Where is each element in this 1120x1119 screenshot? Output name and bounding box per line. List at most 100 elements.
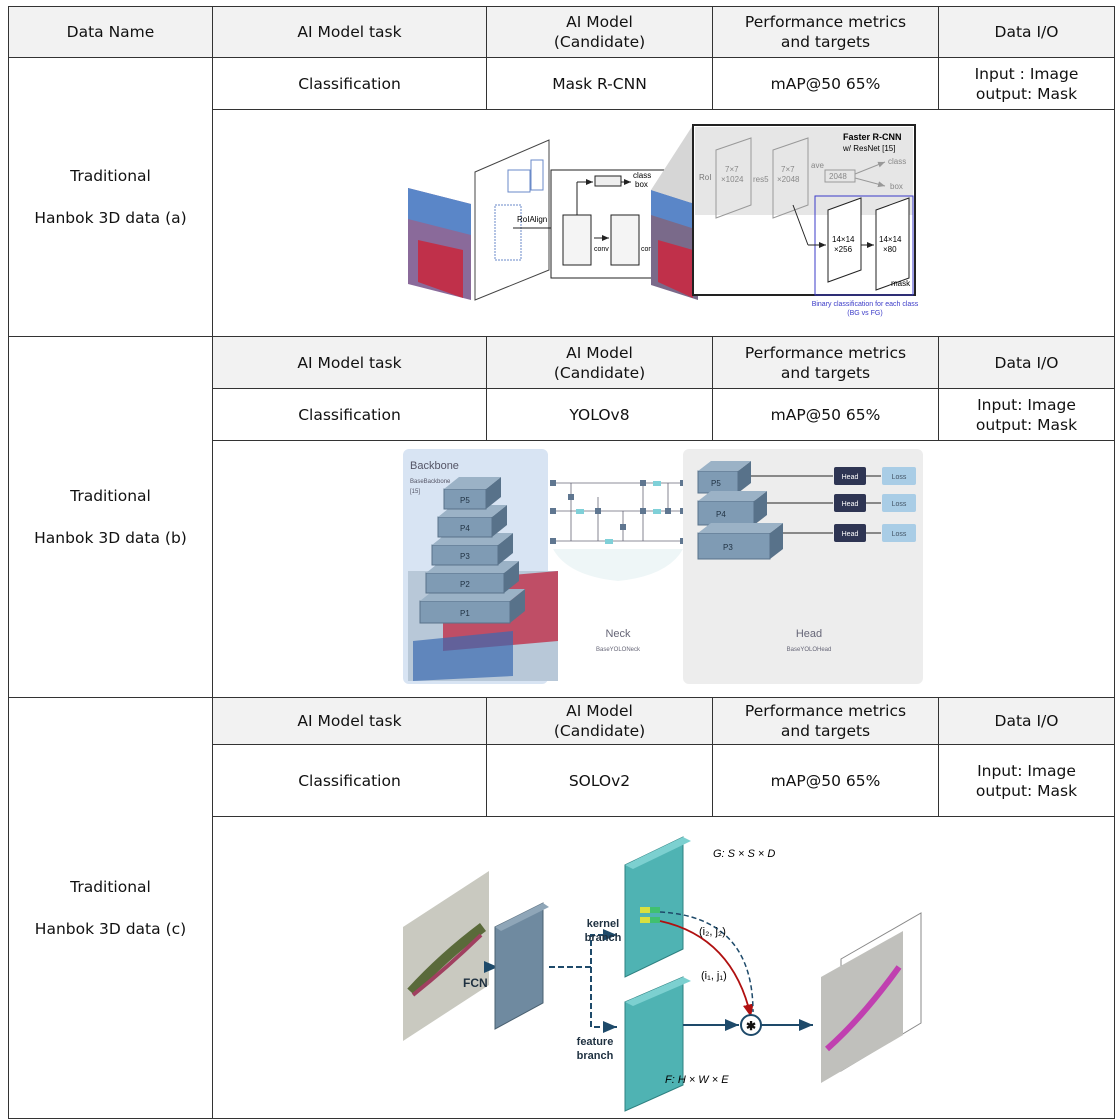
header-model: AI Model (Candidate) xyxy=(486,6,713,58)
neck-graph xyxy=(553,482,683,542)
metrics-b: mAP@50 65% xyxy=(712,388,939,441)
header-io: Data I/O xyxy=(938,6,1115,58)
data-name-c: Traditional Hanbok 3D data (c) xyxy=(8,697,213,1119)
subheader-b-model: AI Model (Candidate) xyxy=(486,336,713,389)
backbone-pyramid: P1 P2 P3 P4 P5 xyxy=(419,477,525,624)
head-p4-label: P4 xyxy=(716,510,726,519)
head-title: Head xyxy=(796,628,822,640)
svg-text:14×14×80: 14×14×80 xyxy=(879,235,902,254)
subheader-b-io: Data I/O xyxy=(938,336,1115,389)
task-a: Classification xyxy=(212,57,487,110)
row-b-figure: Backbone BaseBackbone[15] P1 P2 xyxy=(9,440,1115,698)
svg-text:Head: Head xyxy=(842,474,859,481)
feature-branch-label: feature xyxy=(577,1036,614,1048)
output-mask xyxy=(821,931,903,1083)
class-label-a: class xyxy=(633,171,651,180)
mask-label: mask xyxy=(891,279,911,288)
row-b-values: Classification YOLOv8 mAP@50 65% Input: … xyxy=(9,388,1115,441)
box-label: box xyxy=(890,182,903,191)
i2j2-label: (i₂, j₂) xyxy=(699,926,726,938)
cls-label: class xyxy=(888,157,906,166)
svg-text:Binary classification for each: Binary classification for each class(BG … xyxy=(812,301,919,317)
conv1-label: conv xyxy=(594,246,609,253)
row-c-subheader: Traditional Hanbok 3D data (c) AI Model … xyxy=(8,697,1115,1119)
svg-text:7×7×1024: 7×7×1024 xyxy=(721,165,744,184)
task-c: Classification xyxy=(212,744,487,817)
row-a-values: Traditional Hanbok 3D data (a) Classific… xyxy=(8,57,1115,337)
metrics-a: mAP@50 65% xyxy=(712,57,939,110)
io-c: Input: Image output: Mask xyxy=(938,744,1115,817)
svg-text:Loss: Loss xyxy=(892,531,907,538)
roi-label: RoI xyxy=(699,173,711,182)
head-boxes: Head Head Head xyxy=(834,467,866,542)
head-p3-label: P3 xyxy=(723,543,733,552)
header-row: Data Name AI Model task AI Model (Candid… xyxy=(8,6,1115,58)
head-pyramid: P5 P4 P3 xyxy=(697,461,783,560)
model-a: Mask R-CNN xyxy=(486,57,713,110)
p2-label: P2 xyxy=(460,580,470,589)
svg-text:7×7×2048: 7×7×2048 xyxy=(777,165,800,184)
model-table: Data Name AI Model task AI Model (Candid… xyxy=(8,6,1115,1119)
io-b: Input: Image output: Mask xyxy=(938,388,1115,441)
roialign-label: RoIAlign xyxy=(517,215,547,224)
kernel-branch-label: kernel xyxy=(587,918,619,930)
svg-text:Head: Head xyxy=(842,501,859,508)
head-sub: BaseYOLOHead xyxy=(787,647,832,653)
data-name-b: Traditional Hanbok 3D data (b) xyxy=(8,336,213,698)
conv2-label: conv xyxy=(641,246,656,253)
svg-text:Loss: Loss xyxy=(892,501,907,508)
neck-sub: BaseYOLONeck xyxy=(596,647,641,653)
svg-text:Head: Head xyxy=(842,531,859,538)
metrics-c: mAP@50 65% xyxy=(712,744,939,817)
header-task: AI Model task xyxy=(212,6,487,58)
p1-label: P1 xyxy=(460,609,470,618)
fcn-label: FCN xyxy=(463,976,488,990)
backbone-sub: BaseBackbone xyxy=(410,479,451,485)
f-label: F: H × W × E xyxy=(665,1074,729,1086)
model-b: YOLOv8 xyxy=(486,388,713,441)
row-b-subheader: Traditional Hanbok 3D data (b) AI Model … xyxy=(8,336,1115,698)
svg-text:BaseBackbone[15]: BaseBackbone[15] xyxy=(410,479,451,495)
data-name-a: Traditional Hanbok 3D data (a) xyxy=(8,57,213,337)
p3-label: P3 xyxy=(460,552,470,561)
loss-boxes: Loss Loss Loss xyxy=(882,467,916,542)
mask-caption: Binary classification for each class xyxy=(812,301,919,308)
v2048-label: 2048 xyxy=(829,172,847,181)
i1j1-label: (i₁, j₁) xyxy=(701,970,727,982)
faster-sub: w/ ResNet [15] xyxy=(842,144,895,153)
svg-text:Loss: Loss xyxy=(892,474,907,481)
header-metrics: Performance metrics and targets xyxy=(712,6,939,58)
ave-label: ave xyxy=(811,161,824,170)
faster-title: Faster R-CNN xyxy=(843,132,902,142)
row-c-values: Classification SOLOv2 mAP@50 65% Input: … xyxy=(9,744,1115,817)
header-data-name: Data Name xyxy=(8,6,213,58)
p5-label: P5 xyxy=(460,496,470,505)
subheader-c-model: AI Model (Candidate) xyxy=(486,697,713,745)
res5-label: res5 xyxy=(753,175,769,184)
subheader-b-metrics: Performance metrics and targets xyxy=(712,336,939,389)
subheader-c-task: AI Model task xyxy=(212,697,487,745)
head-p5-label: P5 xyxy=(711,479,721,488)
svg-text:14×14×256: 14×14×256 xyxy=(832,235,855,254)
neck-title: Neck xyxy=(605,628,631,640)
task-b: Classification xyxy=(212,388,487,441)
model-c: SOLOv2 xyxy=(486,744,713,817)
figure-b-cell: Backbone BaseBackbone[15] P1 P2 xyxy=(212,440,1115,698)
subheader-b-task: AI Model task xyxy=(212,336,487,389)
star-icon: ✱ xyxy=(746,1019,756,1033)
yolov8-diagram: Backbone BaseBackbone[15] P1 P2 xyxy=(403,449,923,684)
subheader-c-io: Data I/O xyxy=(938,697,1115,745)
subheader-c-metrics: Performance metrics and targets xyxy=(712,697,939,745)
io-a: Input : Image output: Mask xyxy=(938,57,1115,110)
p4-label: P4 xyxy=(460,524,470,533)
backbone-title: Backbone xyxy=(410,460,459,472)
neck-bracket xyxy=(553,549,683,581)
